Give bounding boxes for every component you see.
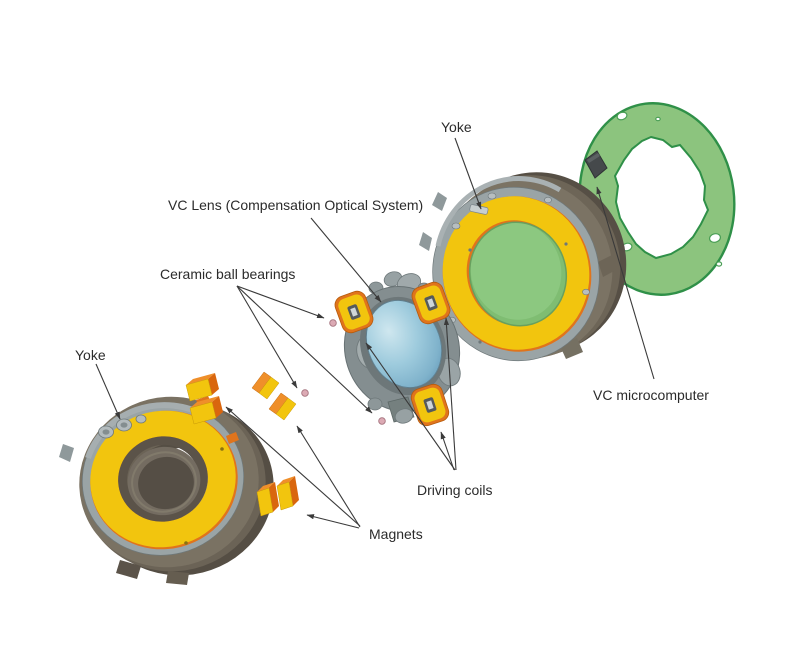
left-yoke-boss-bore (102, 429, 110, 435)
arrow-yoke-left (95, 363, 121, 420)
arrow-driving-coil-right (443, 317, 457, 471)
left-yoke-boss-bore (120, 422, 128, 428)
arrow-ceramic-ball-2 (236, 285, 298, 389)
right-yoke-bolt-hole (487, 192, 497, 200)
vc-lens-rim (366, 300, 442, 388)
arrow-yoke-top (454, 137, 482, 210)
right-yoke (419, 172, 627, 362)
label-yoke-top: Yoke (441, 119, 472, 135)
pcb-hole (708, 233, 722, 243)
left-yoke-tab (116, 560, 141, 579)
magnet-side-face (289, 476, 299, 506)
lens-frame-bump (394, 408, 414, 424)
ceramic-ball-2 (301, 389, 309, 397)
right-yoke-rivet (468, 248, 472, 252)
magnet-front-face (276, 481, 294, 511)
coil-core (426, 400, 434, 410)
left-yoke-rivet (220, 447, 224, 451)
left-yoke-barrel-ring (131, 451, 197, 513)
right-yoke-bolt-hole (544, 196, 552, 204)
magnet-top-face (277, 476, 295, 486)
label-vc-lens: VC Lens (Compensation Optical System) (168, 197, 423, 213)
magnet-front-face (256, 487, 274, 517)
left-yoke-boss (135, 414, 147, 424)
right-yoke-rivet (564, 242, 568, 246)
pcb-hole (616, 111, 628, 121)
driving-coil-left (334, 290, 374, 334)
right-yoke-hole-pcb-showthrough-light (470, 222, 562, 320)
right-yoke-bolt-hole (451, 222, 461, 230)
magnet-pair-a (185, 373, 223, 425)
left-yoke-barrel-bore (138, 456, 194, 510)
right-yoke-ear (432, 192, 447, 211)
arrow-magnet-pair-b (296, 425, 361, 528)
left-yoke-ear (59, 444, 74, 462)
magnet-front-face (189, 401, 217, 425)
magnet-front-face (275, 397, 297, 421)
right-yoke-hole-edge (468, 221, 568, 327)
ceramic-ball-3 (378, 417, 386, 425)
right-yoke-bolt-hole (582, 288, 590, 296)
lens-frame-bump (367, 397, 383, 411)
arrow-magnet-pair-c (306, 514, 360, 529)
arrow-driving-coil-bottom (440, 431, 455, 471)
right-yoke-top-arc (435, 176, 562, 247)
driving-coil-right (411, 281, 451, 325)
arrow-vc-lens (310, 217, 382, 303)
label-vc-microcomputer: VC microcomputer (593, 387, 709, 403)
left-yoke (59, 396, 274, 585)
label-magnets: Magnets (369, 526, 423, 542)
label-ceramic-ball-bearings: Ceramic ball bearings (160, 266, 295, 282)
left-yoke-tab (166, 571, 189, 585)
magnet-side-face (269, 482, 279, 512)
coil-core (350, 307, 358, 317)
magnet-front-face (258, 376, 280, 400)
label-yoke-left: Yoke (75, 347, 106, 363)
left-yoke-top-arc (85, 402, 208, 459)
arrow-ceramic-ball-3 (236, 285, 373, 414)
pcb-inner-cutout (613, 135, 710, 260)
magnet-top-face (190, 396, 219, 408)
pcb-hole (655, 116, 661, 122)
arrow-ceramic-ball-1 (236, 285, 325, 319)
vc-microcomputer-chip-highlight (587, 153, 600, 163)
left-yoke-rivet (184, 541, 188, 545)
left-yoke-orange-peek (226, 432, 239, 444)
magnet-front-face (185, 378, 213, 402)
right-yoke-tab (560, 338, 583, 359)
arrow-vc-microcomputer (596, 186, 655, 380)
magnet-top-face (257, 482, 275, 492)
magnet-pair-c (256, 476, 299, 517)
vc-microcomputer-chip (584, 150, 608, 179)
right-yoke-tab (598, 255, 616, 277)
pcb-hole (715, 261, 723, 267)
right-yoke-ear (419, 232, 432, 251)
magnet-pair-b (251, 371, 297, 421)
leader-arrows (95, 137, 655, 529)
magnet-top-face (186, 373, 215, 385)
label-driving-coils: Driving coils (417, 482, 492, 498)
coil-core (427, 298, 435, 308)
arrow-driving-coil-left (365, 342, 456, 471)
ceramic-ball-1 (329, 319, 337, 327)
driving-coil-bottom (410, 383, 450, 427)
arrow-magnet-pair-a (225, 406, 361, 527)
right-yoke-rivet (478, 340, 482, 344)
left-yoke-yellow-ring (90, 410, 236, 548)
